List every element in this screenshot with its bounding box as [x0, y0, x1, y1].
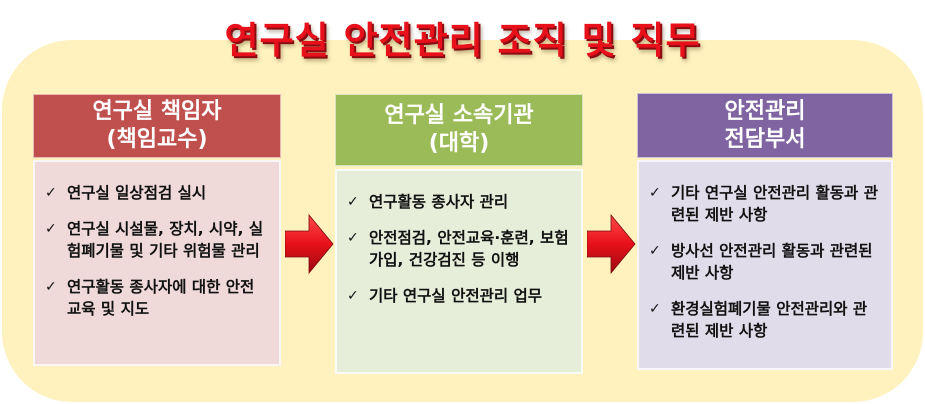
- duty-text: 방사선 안전관리 활동과 관련된 제반 사항: [671, 242, 873, 282]
- duty-item: ✓ 환경실험폐기물 안전관리와 관련된 제반 사항: [649, 298, 881, 342]
- duty-item: ✓ 연구실 일상점검 실시: [45, 182, 269, 204]
- checkmark-icon: ✓: [649, 243, 661, 259]
- duty-item: ✓ 연구활동 종사자에 대한 안전 교육 및 지도: [45, 276, 269, 320]
- column-header: 연구실 소속기관 (대학): [335, 94, 583, 166]
- column-body: ✓ 연구활동 종사자 관리 ✓ 안전점검, 안전교육·훈련, 보험가입, 건강검…: [335, 169, 583, 374]
- checkmark-icon: ✓: [649, 301, 661, 317]
- checkmark-icon: ✓: [649, 185, 661, 201]
- checkmark-icon: ✓: [45, 279, 57, 295]
- duty-text: 연구활동 종사자 관리: [369, 193, 509, 211]
- duty-text: 기타 연구실 안전관리 활동과 관련된 제반 사항: [671, 184, 878, 224]
- column-lab-manager: 연구실 책임자 (책임교수) ✓ 연구실 일상점검 실시 ✓ 연구실 시설물, …: [33, 94, 281, 366]
- duty-text: 환경실험폐기물 안전관리와 관련된 제반 사항: [671, 300, 868, 340]
- header-line-2: (대학): [428, 131, 490, 156]
- duty-item: ✓ 연구실 시설물, 장치, 시약, 실험폐기물 및 기타 위험물 관리: [45, 218, 269, 262]
- duty-item: ✓ 연구활동 종사자 관리: [347, 191, 571, 213]
- checkmark-icon: ✓: [347, 230, 359, 246]
- checkmark-icon: ✓: [347, 288, 359, 304]
- page-title: 연구실 안전관리 조직 및 직무: [224, 19, 701, 62]
- header-line-1: 안전관리: [724, 98, 806, 124]
- duty-text: 연구실 일상점검 실시: [67, 184, 207, 202]
- column-safety-department: 안전관리 전담부서 ✓ 기타 연구실 안전관리 활동과 관련된 제반 사항 ✓ …: [637, 93, 893, 370]
- header-line-2: 전담부서: [724, 126, 806, 152]
- header-line-1: 연구실 소속기관: [384, 103, 534, 128]
- checkmark-icon: ✓: [347, 194, 359, 210]
- header-line-1: 연구실 책임자: [92, 99, 222, 124]
- right-arrow-icon: [587, 213, 636, 275]
- column-header: 연구실 책임자 (책임교수): [33, 94, 281, 158]
- duty-text: 안전점검, 안전교육·훈련, 보험가입, 건강검진 등 이행: [369, 229, 569, 269]
- column-header: 안전관리 전담부서: [637, 93, 893, 158]
- duty-text: 연구실 시설물, 장치, 시약, 실험폐기물 및 기타 위험물 관리: [67, 220, 264, 260]
- duty-item: ✓ 기타 연구실 안전관리 활동과 관련된 제반 사항: [649, 182, 881, 226]
- column-body: ✓ 연구실 일상점검 실시 ✓ 연구실 시설물, 장치, 시약, 실험폐기물 및…: [33, 160, 281, 366]
- checkmark-icon: ✓: [45, 185, 57, 201]
- right-arrow-icon: [285, 213, 334, 275]
- checkmark-icon: ✓: [45, 221, 57, 237]
- duty-item: ✓ 방사선 안전관리 활동과 관련된 제반 사항: [649, 240, 881, 284]
- column-body: ✓ 기타 연구실 안전관리 활동과 관련된 제반 사항 ✓ 방사선 안전관리 활…: [637, 160, 893, 370]
- column-institution: 연구실 소속기관 (대학) ✓ 연구활동 종사자 관리 ✓ 안전점검, 안전교육…: [335, 94, 583, 374]
- duty-text: 기타 연구실 안전관리 업무: [369, 287, 543, 305]
- duty-text: 연구활동 종사자에 대한 안전 교육 및 지도: [67, 278, 255, 318]
- duty-item: ✓ 안전점검, 안전교육·훈련, 보험가입, 건강검진 등 이행: [347, 227, 571, 271]
- header-line-2: (책임교수): [106, 127, 208, 152]
- duty-item: ✓ 기타 연구실 안전관리 업무: [347, 285, 571, 307]
